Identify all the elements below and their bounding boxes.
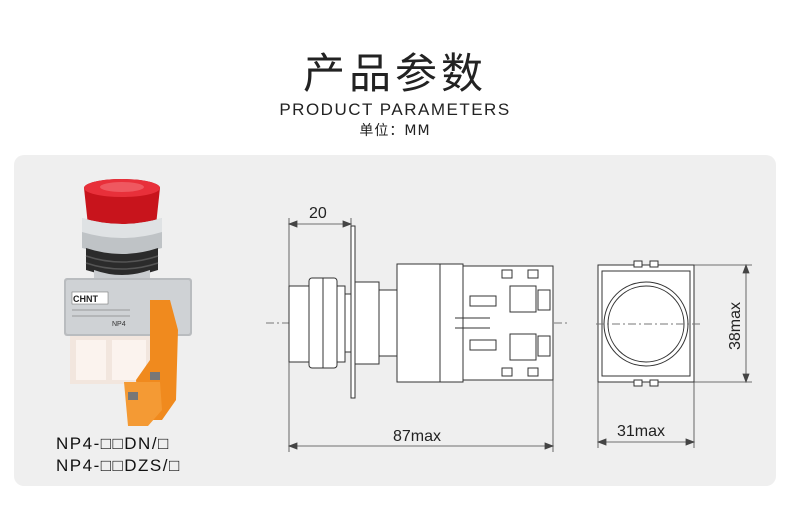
- dimension-lines-side: [287, 218, 555, 452]
- dimension-lines-front: [596, 263, 752, 448]
- brand-label: CHNT: [73, 294, 98, 304]
- dimension-front-width: 31max: [617, 423, 665, 440]
- page-title: 产品参数: [302, 49, 487, 98]
- front-view-drawing: [596, 260, 700, 387]
- dimension-top-width: 20: [309, 205, 327, 222]
- page-subtitle: PRODUCT PARAMETERS: [279, 100, 511, 119]
- dimension-total-length: 87max: [393, 428, 441, 445]
- product-photo: CHNT NP4: [64, 179, 192, 426]
- body-model-label: NP4: [112, 321, 126, 328]
- side-view-drawing: [266, 225, 568, 399]
- model-code-dzs: NP4-□□DZS/□: [56, 456, 181, 475]
- unit-label: 单位：MM: [359, 123, 431, 139]
- model-code-dn: NP4-□□DN/□: [56, 434, 170, 453]
- dimension-front-height: 38max: [727, 302, 744, 350]
